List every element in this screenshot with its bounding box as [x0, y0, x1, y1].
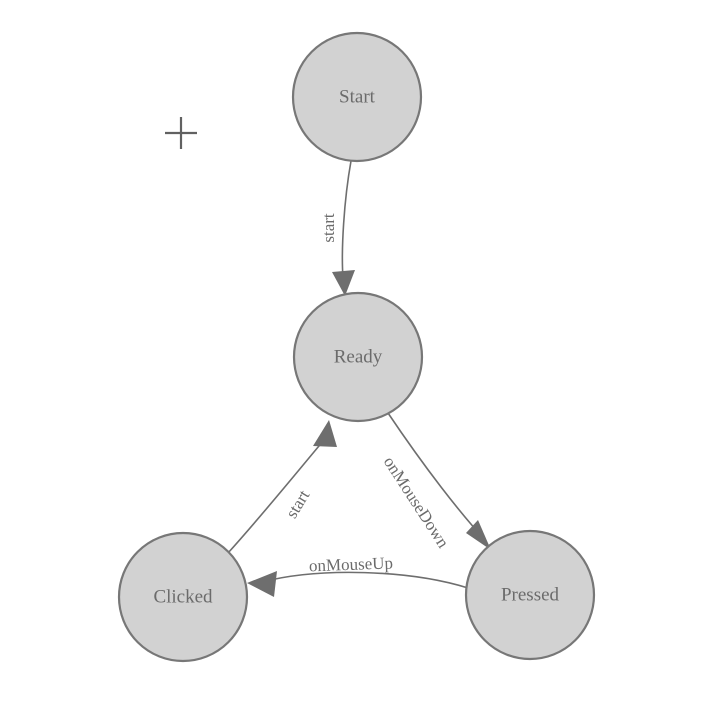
node-circle	[292, 291, 424, 423]
arrowhead-icon	[247, 571, 277, 597]
node-circle	[117, 531, 249, 663]
node-circle	[464, 529, 596, 661]
node-pressed[interactable]: Pressed	[464, 529, 596, 661]
edge-label-ready-to-pressed: onMouseDown	[380, 453, 453, 552]
arrowhead-icon	[313, 420, 337, 447]
node-circle	[291, 31, 423, 163]
arrowhead-icon	[332, 270, 355, 296]
node-ready[interactable]: Ready	[292, 291, 424, 423]
edge-ready-to-pressed[interactable]	[387, 412, 491, 550]
edge-label-clicked-to-ready: start	[282, 487, 314, 522]
node-start[interactable]: Start	[291, 31, 423, 163]
crosshair-icon	[165, 117, 197, 149]
edge-clicked-to-ready[interactable]	[227, 420, 337, 554]
edge-start-to-ready[interactable]	[332, 160, 355, 296]
edge-line	[227, 439, 325, 554]
edge-label-start-to-ready: start	[319, 213, 338, 243]
edge-line	[387, 412, 487, 542]
edge-line	[341, 160, 352, 279]
arrowhead-icon	[466, 520, 491, 550]
edge-line	[261, 571, 469, 589]
edge-pressed-to-clicked[interactable]	[247, 571, 469, 597]
node-clicked[interactable]: Clicked	[117, 531, 249, 663]
